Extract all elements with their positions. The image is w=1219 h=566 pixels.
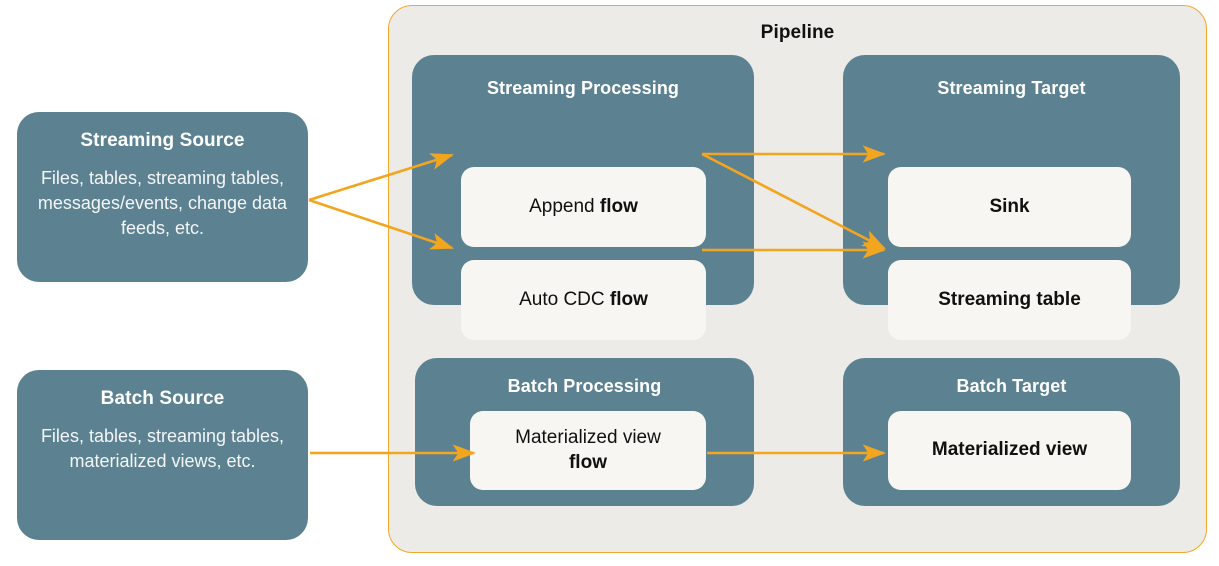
batch-source-description: Files, tables, streaming tables, materia… — [40, 426, 285, 471]
streaming-processing-group: Streaming Processing Append flow Auto CD… — [412, 55, 754, 340]
auto-cdc-flow-bold-label: flow — [609, 288, 648, 310]
append-flow-label: Append — [529, 195, 600, 217]
sink-card[interactable]: Sink — [888, 167, 1131, 247]
pipeline-label: Pipeline — [760, 22, 835, 43]
batch-source-title: Batch Source — [100, 388, 225, 409]
streaming-target-group: Streaming Target Sink Streaming table — [843, 55, 1180, 340]
batch-target-group: Batch Target Materialized view — [843, 358, 1180, 506]
streaming-source-box[interactable]: Streaming Source Files, tables, streamin… — [17, 112, 308, 282]
batch-target-title: Batch Target — [956, 376, 1067, 396]
batch-processing-title: Batch Processing — [507, 376, 662, 396]
auto-cdc-flow-card[interactable]: Auto CDC flow — [461, 260, 706, 340]
materialized-view-card[interactable]: Materialized view — [888, 411, 1131, 490]
streaming-target-title: Streaming Target — [937, 78, 1086, 98]
append-flow-card[interactable]: Append flow — [461, 167, 706, 247]
streaming-processing-title: Streaming Processing — [486, 78, 680, 98]
batch-source-box[interactable]: Batch Source Files, tables, streaming ta… — [17, 370, 308, 540]
auto-cdc-flow-label: Auto CDC — [519, 288, 610, 310]
batch-processing-group: Batch Processing Materialized view flow — [415, 358, 754, 506]
sink-label: Sink — [989, 195, 1030, 217]
materialized-view-label: Materialized view — [931, 439, 1088, 461]
materialized-view-flow-label: Materialized view — [515, 427, 661, 449]
append-flow-bold-label: flow — [599, 195, 638, 217]
streaming-table-label: Streaming table — [938, 288, 1081, 310]
materialized-view-flow-bold-label: flow — [568, 451, 607, 473]
materialized-view-flow-card[interactable]: Materialized view flow — [470, 411, 706, 490]
streaming-source-description: Files, tables, streaming tables, message… — [37, 168, 288, 238]
streaming-source-title: Streaming Source — [80, 130, 245, 151]
streaming-table-card[interactable]: Streaming table — [888, 260, 1131, 340]
